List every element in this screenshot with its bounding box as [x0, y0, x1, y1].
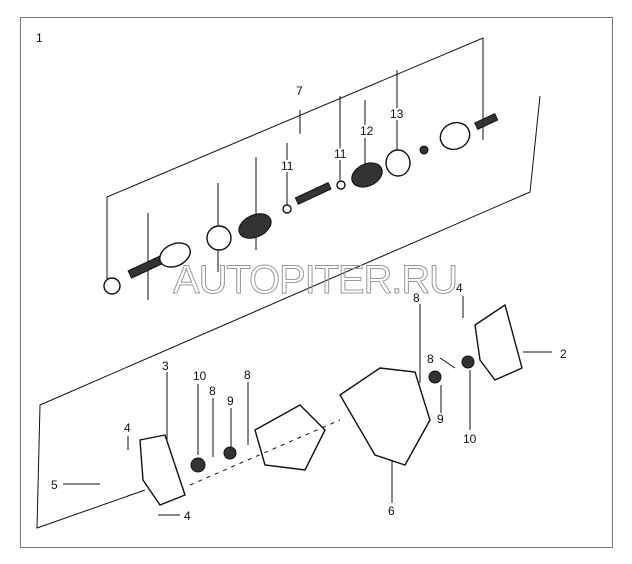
right-mount-bracket — [474, 303, 523, 381]
callout-8: 8 — [427, 352, 434, 366]
callout-labels: 1 7 11 11 12 13 4 8 2 8 3 10 8 9 8 9 10 … — [36, 31, 567, 523]
inner-cv-joint — [159, 242, 191, 268]
spider — [419, 145, 429, 155]
callout-8: 8 — [244, 368, 251, 382]
differential-cover — [254, 404, 326, 471]
watermark: AUTOPITER.RU — [173, 258, 458, 302]
spline-stub — [474, 112, 499, 130]
left-mount-bracket — [139, 434, 186, 506]
callout-5: 5 — [51, 478, 58, 492]
callout-11: 11 — [334, 147, 347, 161]
bushing — [428, 370, 442, 384]
drive-shaft-parts — [103, 112, 499, 295]
shaft — [294, 182, 332, 205]
callout-4: 4 — [456, 281, 463, 295]
outer-boot — [351, 162, 383, 188]
diagram-frame — [20, 17, 613, 548]
assembly-label: 1 — [36, 31, 43, 45]
callout-4: 4 — [184, 509, 191, 523]
callout-11: 11 — [281, 159, 294, 173]
callout-4: 4 — [124, 421, 131, 435]
boot-clamp — [206, 225, 232, 251]
snap-ring — [336, 180, 346, 190]
callout-3: 3 — [162, 359, 169, 373]
bushing — [190, 457, 206, 473]
callout-8: 8 — [209, 384, 216, 398]
bushing — [223, 446, 237, 460]
callout-10: 10 — [193, 369, 207, 383]
boot-clamp — [385, 149, 411, 177]
callout-10: 10 — [463, 432, 477, 446]
assembly-outline — [36, 37, 541, 529]
callout-7: 7 — [296, 84, 303, 98]
callout-9: 9 — [227, 394, 234, 408]
flange-ring — [103, 277, 121, 295]
callout-8: 8 — [413, 291, 420, 305]
callout-9: 9 — [437, 412, 444, 426]
callout-13: 13 — [390, 107, 404, 121]
callout-6: 6 — [388, 504, 395, 518]
snap-ring — [282, 204, 292, 214]
differential-parts — [63, 296, 552, 516]
callout-2: 2 — [560, 347, 567, 361]
callout-12: 12 — [360, 124, 374, 138]
inner-boot — [238, 213, 272, 239]
bushing — [461, 355, 475, 369]
differential-carrier — [339, 367, 431, 466]
outer-cv-joint — [439, 121, 471, 151]
